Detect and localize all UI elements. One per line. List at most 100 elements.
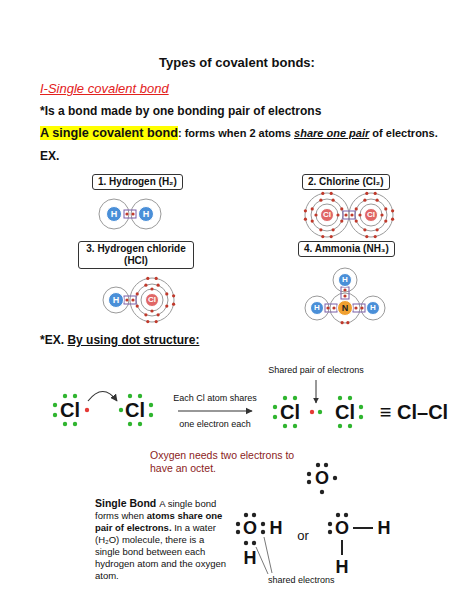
electron-dot — [165, 305, 168, 308]
lewis-dot — [338, 424, 342, 428]
atom-symbol: Cl — [367, 211, 375, 219]
lewis-dot — [85, 408, 89, 412]
electron-dot — [172, 294, 175, 297]
lewis-dot — [273, 415, 277, 419]
electron-dot — [330, 235, 333, 238]
bond-line — [341, 540, 343, 555]
lewis-dot — [236, 522, 240, 526]
title-box: 4. Ammonia (NH₃) — [298, 241, 395, 257]
connector-word: or — [297, 529, 309, 544]
electron-dot — [350, 213, 353, 216]
electron-dot — [374, 192, 377, 195]
lewis-dot — [333, 476, 337, 480]
lewis-dot — [348, 424, 352, 428]
atom-circle: H — [138, 206, 154, 222]
lewis-dot — [149, 403, 153, 407]
atom-symbol: H — [270, 518, 283, 539]
atom-symbol: Cl — [323, 211, 331, 219]
atom-symbol: H — [244, 548, 257, 569]
lewis-dot — [328, 522, 332, 526]
electron-dot — [304, 218, 307, 221]
lewis-dot — [307, 472, 311, 476]
curved-arrow — [88, 392, 117, 402]
electron-dot — [365, 235, 368, 238]
box-text: 1. Hydrogen (H₂) — [98, 176, 177, 188]
definition-text: of electrons. — [372, 127, 437, 139]
lewis-dot — [344, 513, 348, 517]
lewis-dot — [252, 541, 256, 545]
definition-text: share one pair — [294, 127, 369, 139]
atom-symbol: N — [342, 304, 349, 313]
callout-text: Shared pair of electrons — [268, 365, 364, 375]
atom-symbol: Cl — [280, 401, 300, 424]
atom-symbol: Cl — [148, 296, 156, 304]
electron-dot — [157, 313, 160, 316]
electron-dot — [332, 199, 335, 202]
atom-circle: H — [366, 301, 380, 315]
lewis-dot — [324, 463, 328, 467]
title-box: 2. Chlorine (Cl₂) — [302, 174, 390, 190]
lewis-dot — [236, 530, 240, 534]
electron-dot — [376, 228, 379, 231]
atom-symbol: H — [314, 304, 320, 312]
example-label: EX. — [40, 150, 59, 164]
electron-dot — [391, 218, 394, 221]
atom-circle: H — [108, 292, 124, 308]
box-text: 4. Ammonia (NH₃) — [304, 243, 389, 255]
electron-dot — [330, 192, 333, 195]
section-heading: By using dot structure: — [67, 333, 199, 347]
shared-pair-box — [343, 211, 355, 219]
electron-dot — [340, 207, 343, 210]
arrow-caption: Each Cl atom shares — [173, 393, 257, 403]
electron-dot — [355, 220, 358, 223]
electron-dot — [131, 212, 134, 215]
lewis-dot — [128, 394, 132, 398]
electron-dot — [341, 321, 344, 324]
electron-dot — [360, 306, 363, 309]
lewis-dot — [307, 480, 311, 484]
definition-text: : forms when 2 atoms — [178, 127, 291, 139]
shared-pair-box — [325, 304, 337, 312]
atom-symbol: H — [111, 210, 118, 219]
atom-symbol: H — [342, 276, 348, 284]
atom-symbol: H — [370, 304, 376, 312]
electron-dot — [311, 207, 314, 210]
electron-dot — [355, 207, 358, 210]
lewis-dot — [53, 403, 57, 407]
shared-pair-box — [341, 287, 349, 299]
electron-dot — [144, 313, 147, 316]
electron-dot — [146, 277, 149, 280]
electron-dot — [374, 235, 377, 238]
electron-dot — [311, 220, 314, 223]
atom-symbol: H — [378, 518, 391, 539]
atom-symbol: H — [143, 210, 150, 219]
atom-circle: H — [310, 301, 324, 315]
electron-dot — [343, 294, 346, 297]
term-heading: Single Bond — [95, 497, 156, 509]
electron-dot — [155, 320, 158, 323]
text-line: Single BondA single bond forms whenatoms… — [95, 497, 229, 581]
text-line: Oxygen needs two electrons to have an oc… — [150, 449, 300, 474]
electron-dot — [363, 228, 366, 231]
electron-dot — [384, 220, 387, 223]
lewis-dot — [252, 513, 256, 517]
atom-symbol: O — [243, 518, 257, 539]
atom-symbol: O — [335, 518, 349, 539]
lewis-dot — [244, 513, 248, 517]
title-box: 1. Hydrogen (H₂) — [92, 174, 183, 190]
lewis-dot — [320, 490, 324, 494]
electron-dot — [304, 209, 307, 212]
lewis-dot — [359, 415, 363, 419]
electron-dot — [319, 228, 322, 231]
lewis-dot — [273, 405, 277, 409]
electron-dot — [321, 235, 324, 238]
lewis-dot — [63, 394, 67, 398]
electron-dot — [340, 220, 343, 223]
electron-dot — [363, 199, 366, 202]
lewis-dot — [138, 422, 142, 426]
callout-text: shared electrons — [268, 575, 335, 585]
lewis-dot — [283, 424, 287, 428]
electron-dot — [136, 305, 139, 308]
electron-dot — [136, 292, 139, 295]
lewis-dot — [73, 394, 77, 398]
